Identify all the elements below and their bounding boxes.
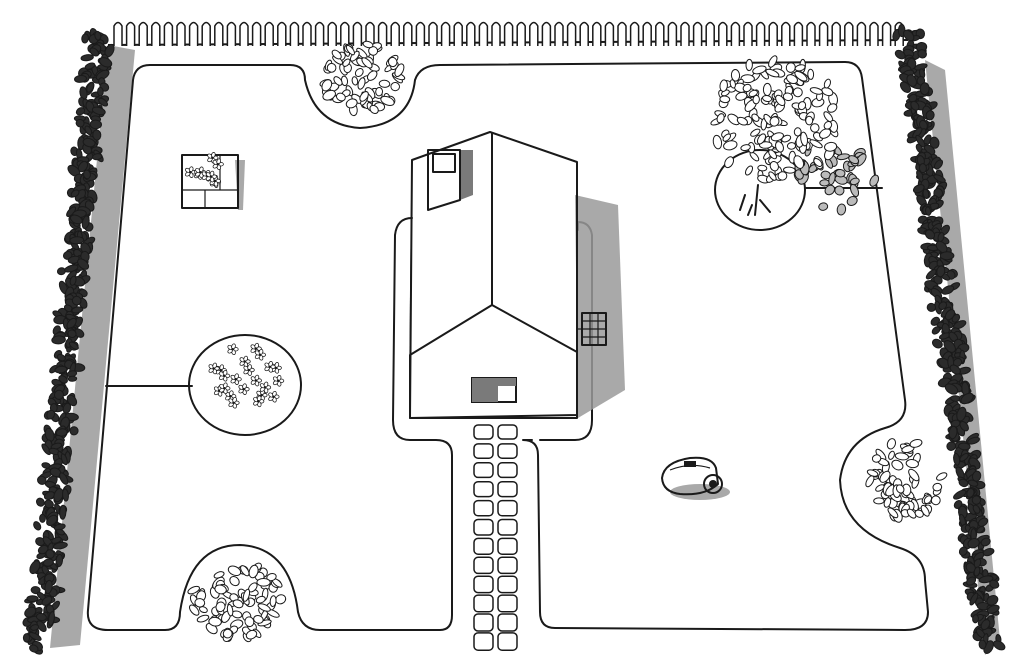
shrub-bottom-left (187, 562, 287, 643)
chimney (427, 149, 473, 211)
house-shadow (575, 195, 625, 418)
hedge-left-shadow (50, 45, 135, 648)
lawn (20, 35, 1000, 650)
flower-bed (188, 334, 302, 436)
robotic-mower (661, 456, 730, 500)
picket-fence (107, 21, 909, 46)
flower-planter (181, 152, 245, 210)
shrub-top-left (319, 40, 406, 117)
hedge-left (22, 27, 115, 655)
house (409, 131, 578, 419)
boundary-wire (149, 61, 929, 631)
hedge-right (892, 23, 1006, 654)
shrub-right (865, 438, 948, 523)
tree (710, 55, 880, 231)
charging-station (576, 312, 607, 346)
boundary-wire-left (86, 64, 453, 631)
stepping-stone-path (473, 424, 518, 651)
